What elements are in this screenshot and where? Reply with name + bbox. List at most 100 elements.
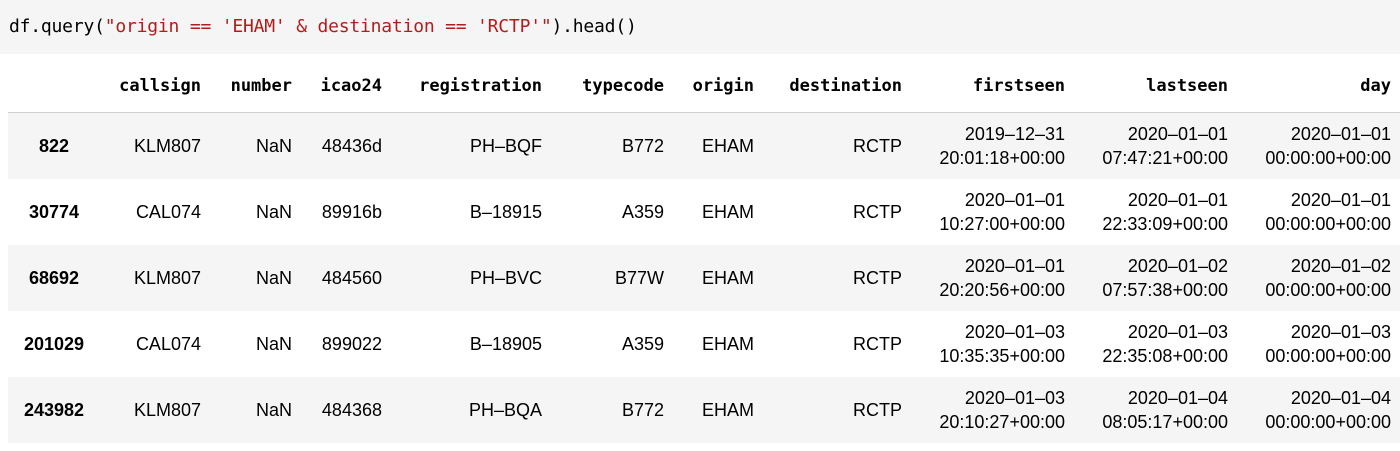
cell-lastseen: 2020–01–01 22:33:09+00:00: [1074, 179, 1237, 245]
cell-icao24: 484560: [321, 268, 382, 288]
cell-registration: PH–BQF: [469, 136, 542, 156]
table-row: 30774 CAL074 NaN 89916b B–18915 A359 EHA…: [8, 179, 1400, 245]
column-header-typecode: typecode: [551, 60, 673, 113]
table-row: 243982 KLM807 NaN 484368 PH–BQA B772 EHA…: [8, 377, 1400, 443]
cell-destination: RCTP: [853, 202, 902, 222]
column-header-destination: destination: [763, 60, 911, 113]
code-prefix: df.query(: [9, 16, 105, 37]
firstseen-date: 2020–01–03: [964, 322, 1065, 342]
column-header-origin: origin: [673, 60, 763, 113]
cell-number: NaN: [255, 268, 292, 288]
cell-firstseen: 2020–01–03 10:35:35+00:00: [911, 311, 1074, 377]
lastseen-date: 2020–01–02: [1127, 256, 1228, 276]
table-row: 822 KLM807 NaN 48436d PH–BQF B772 EHAM R…: [8, 112, 1400, 180]
cell-day: 2020–01–04 00:00:00+00:00: [1237, 377, 1400, 443]
cell-typecode: B772: [621, 400, 664, 420]
row-index: 201029: [23, 334, 85, 354]
cell-typecode: B772: [621, 136, 664, 156]
firstseen-time: 10:35:35+00:00: [939, 346, 1065, 366]
cell-callsign: CAL074: [135, 202, 201, 222]
day-time: 00:00:00+00:00: [1265, 412, 1391, 432]
cell-typecode: B77W: [614, 268, 664, 288]
code-query-string: "origin == 'EHAM' & destination == 'RCTP…: [104, 16, 552, 37]
lastseen-time: 08:05:17+00:00: [1102, 412, 1228, 432]
firstseen-date: 2019–12–31: [964, 124, 1065, 144]
cell-registration: PH–BVC: [469, 268, 542, 288]
cell-number: NaN: [255, 202, 292, 222]
cell-origin: EHAM: [701, 400, 754, 420]
row-index: 243982: [23, 400, 85, 420]
day-date: 2020–01–01: [1290, 124, 1391, 144]
cell-icao24: 899022: [321, 334, 382, 354]
cell-destination: RCTP: [853, 268, 902, 288]
cell-registration: PH–BQA: [468, 400, 542, 420]
dataframe-table: callsign number icao24 registration type…: [8, 60, 1400, 443]
column-header-registration: registration: [391, 60, 551, 113]
table-row: 68692 KLM807 NaN 484560 PH–BVC B77W EHAM…: [8, 245, 1400, 311]
day-time: 00:00:00+00:00: [1265, 148, 1391, 168]
day-date: 2020–01–03: [1290, 322, 1391, 342]
day-time: 00:00:00+00:00: [1265, 346, 1391, 366]
cell-output: callsign number icao24 registration type…: [8, 60, 1400, 443]
cell-day: 2020–01–01 00:00:00+00:00: [1237, 179, 1400, 245]
cell-destination: RCTP: [853, 136, 902, 156]
day-date: 2020–01–02: [1290, 256, 1391, 276]
code-cell[interactable]: df.query("origin == 'EHAM' & destination…: [0, 0, 1400, 54]
cell-typecode: A359: [621, 202, 664, 222]
day-time: 00:00:00+00:00: [1265, 280, 1391, 300]
cell-day: 2020–01–03 00:00:00+00:00: [1237, 311, 1400, 377]
column-header-icao24: icao24: [301, 60, 391, 113]
header-row: callsign number icao24 registration type…: [8, 60, 1400, 113]
cell-destination: RCTP: [853, 400, 902, 420]
lastseen-date: 2020–01–01: [1127, 190, 1228, 210]
code-input[interactable]: df.query("origin == 'EHAM' & destination…: [9, 15, 637, 39]
column-header-callsign: callsign: [100, 60, 210, 113]
day-time: 00:00:00+00:00: [1265, 214, 1391, 234]
row-index: 30774: [28, 202, 80, 222]
cell-callsign: CAL074: [135, 334, 201, 354]
cell-number: NaN: [255, 136, 292, 156]
column-header-day: day: [1237, 60, 1400, 113]
cell-firstseen: 2020–01–01 10:27:00+00:00: [911, 179, 1074, 245]
cell-icao24: 48436d: [321, 136, 382, 156]
cell-origin: EHAM: [701, 202, 754, 222]
firstseen-date: 2020–01–03: [964, 388, 1065, 408]
cell-icao24: 89916b: [321, 202, 382, 222]
row-index: 822: [38, 136, 70, 156]
cell-day: 2020–01–02 00:00:00+00:00: [1237, 245, 1400, 311]
code-suffix: ).head(): [551, 16, 637, 37]
table-body: 822 KLM807 NaN 48436d PH–BQF B772 EHAM R…: [8, 112, 1400, 443]
firstseen-time: 10:27:00+00:00: [939, 214, 1065, 234]
cell-origin: EHAM: [701, 136, 754, 156]
lastseen-time: 22:35:08+00:00: [1102, 346, 1228, 366]
column-header-number: number: [210, 60, 301, 113]
firstseen-time: 20:20:56+00:00: [939, 280, 1065, 300]
cell-typecode: A359: [621, 334, 664, 354]
cell-callsign: KLM807: [133, 400, 201, 420]
firstseen-time: 20:10:27+00:00: [939, 412, 1065, 432]
cell-number: NaN: [255, 334, 292, 354]
column-header-index: [8, 60, 100, 113]
cell-lastseen: 2020–01–04 08:05:17+00:00: [1074, 377, 1237, 443]
day-date: 2020–01–04: [1290, 388, 1391, 408]
cell-registration: B–18905: [469, 334, 542, 354]
firstseen-time: 20:01:18+00:00: [939, 148, 1065, 168]
lastseen-date: 2020–01–04: [1127, 388, 1228, 408]
lastseen-time: 07:47:21+00:00: [1102, 148, 1228, 168]
table-header: callsign number icao24 registration type…: [8, 60, 1400, 113]
cell-number: NaN: [255, 400, 292, 420]
lastseen-time: 22:33:09+00:00: [1102, 214, 1228, 234]
column-header-lastseen: lastseen: [1074, 60, 1237, 113]
cell-callsign: KLM807: [133, 268, 201, 288]
day-date: 2020–01–01: [1290, 190, 1391, 210]
cell-day: 2020–01–01 00:00:00+00:00: [1237, 113, 1400, 180]
firstseen-date: 2020–01–01: [964, 190, 1065, 210]
cell-callsign: KLM807: [133, 136, 201, 156]
cell-origin: EHAM: [701, 334, 754, 354]
cell-icao24: 484368: [321, 400, 382, 420]
